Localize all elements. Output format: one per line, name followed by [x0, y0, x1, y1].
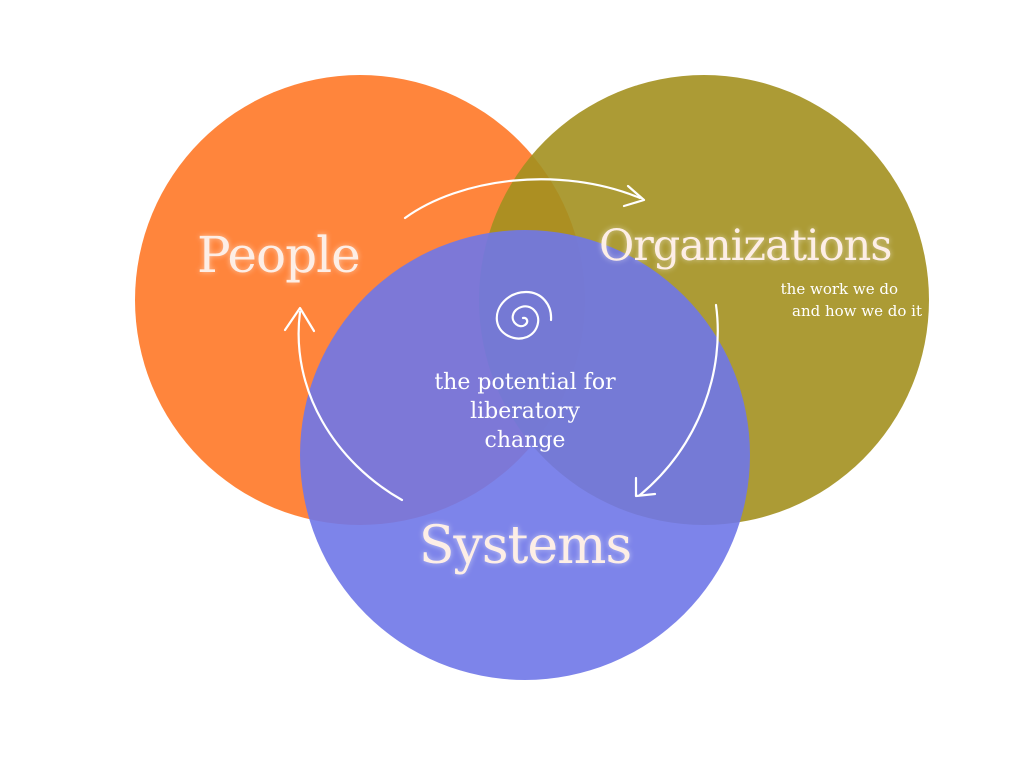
center-text-line-2: liberatory: [470, 399, 580, 424]
arrow-organizations-to-systems-head: [634, 476, 657, 498]
systems-label: Systems: [419, 516, 631, 576]
organizations-subtitle-line-1: the work we do: [781, 280, 898, 298]
arrow-people-to-organizations-head: [622, 184, 646, 208]
organizations-subtitle-line-2: and how we do it: [792, 302, 922, 320]
people-label: People: [197, 226, 360, 284]
spiral-icon: [495, 290, 553, 340]
cycle-arrows: [283, 178, 719, 502]
arrow-systems-to-people: [297, 310, 404, 502]
arrow-people-to-organizations: [403, 178, 642, 220]
organizations-label: Organizations: [599, 221, 891, 271]
systems-circle: [300, 230, 750, 680]
arrow-organizations-to-systems: [638, 303, 719, 497]
center-text-line-3: change: [485, 428, 566, 453]
arrow-systems-to-people-head: [283, 306, 316, 333]
center-text-line-1: the potential for: [434, 370, 616, 395]
